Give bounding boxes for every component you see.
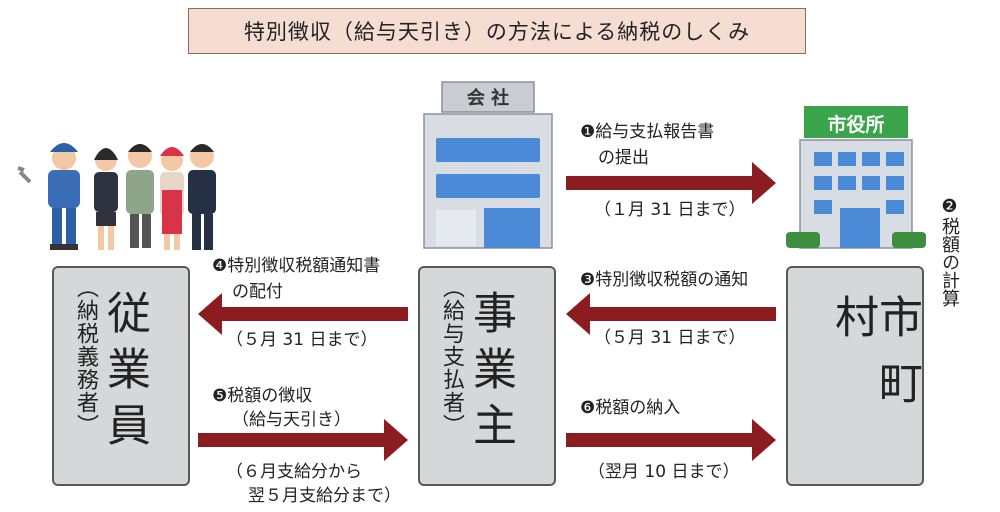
arrow-step3 xyxy=(566,293,776,335)
city-label: 市町村 xyxy=(827,294,922,426)
employee-label: 従業員 xyxy=(99,290,150,458)
step4-title-2: の配付 xyxy=(232,282,283,302)
step5-deadline: （６月支給分から xyxy=(226,462,362,482)
step4-title: ❹特別徴収税額通知書 xyxy=(212,256,381,276)
employer-box: 事業主 （給与支払者） xyxy=(418,266,556,486)
company-sign: 会 社 xyxy=(466,88,510,109)
diagram-title: 特別徴収（給与天引き）の方法による納税のしくみ xyxy=(188,8,806,54)
step1-title-2: の提出 xyxy=(598,148,649,168)
city-box: 市町村 xyxy=(786,266,924,486)
step1-deadline: （１月 31 日まで） xyxy=(594,200,746,220)
step5-title: ❺税額の徴収 xyxy=(212,386,313,406)
employer-label: 事業主 xyxy=(465,290,516,458)
company-building-icon: 会 社 xyxy=(422,78,554,250)
step6-title: ❻税額の納入 xyxy=(580,398,681,418)
arrow-step5 xyxy=(198,419,408,461)
arrow-step6 xyxy=(566,419,776,461)
arrow-step1 xyxy=(566,162,776,204)
step4-deadline: （５月 31 日まで） xyxy=(226,330,378,350)
city-hall-building-icon: 市役所 xyxy=(786,104,926,252)
arrow-step4 xyxy=(198,293,408,335)
step2-label: ❷税額の計算 xyxy=(939,196,960,307)
step3-title: ❸特別徴収税額の通知 xyxy=(580,270,749,290)
employer-sublabel: （給与支払者） xyxy=(439,276,464,437)
step6-deadline: （翌月 10 日まで） xyxy=(588,462,740,482)
step5-deadline-2: 翌５月支給分まで） xyxy=(248,486,401,506)
employee-box: 従業員 （納税義務者） xyxy=(52,266,190,486)
city-hall-sign: 市役所 xyxy=(827,114,885,136)
employees-illustration-icon xyxy=(17,143,216,250)
employee-sublabel: （納税義務者） xyxy=(73,276,98,437)
step1-title: ❶給与支払報告書 xyxy=(580,122,715,142)
step3-deadline: （５月 31 日まで） xyxy=(594,328,746,348)
step5-title-2: （給与天引き） xyxy=(232,410,351,430)
